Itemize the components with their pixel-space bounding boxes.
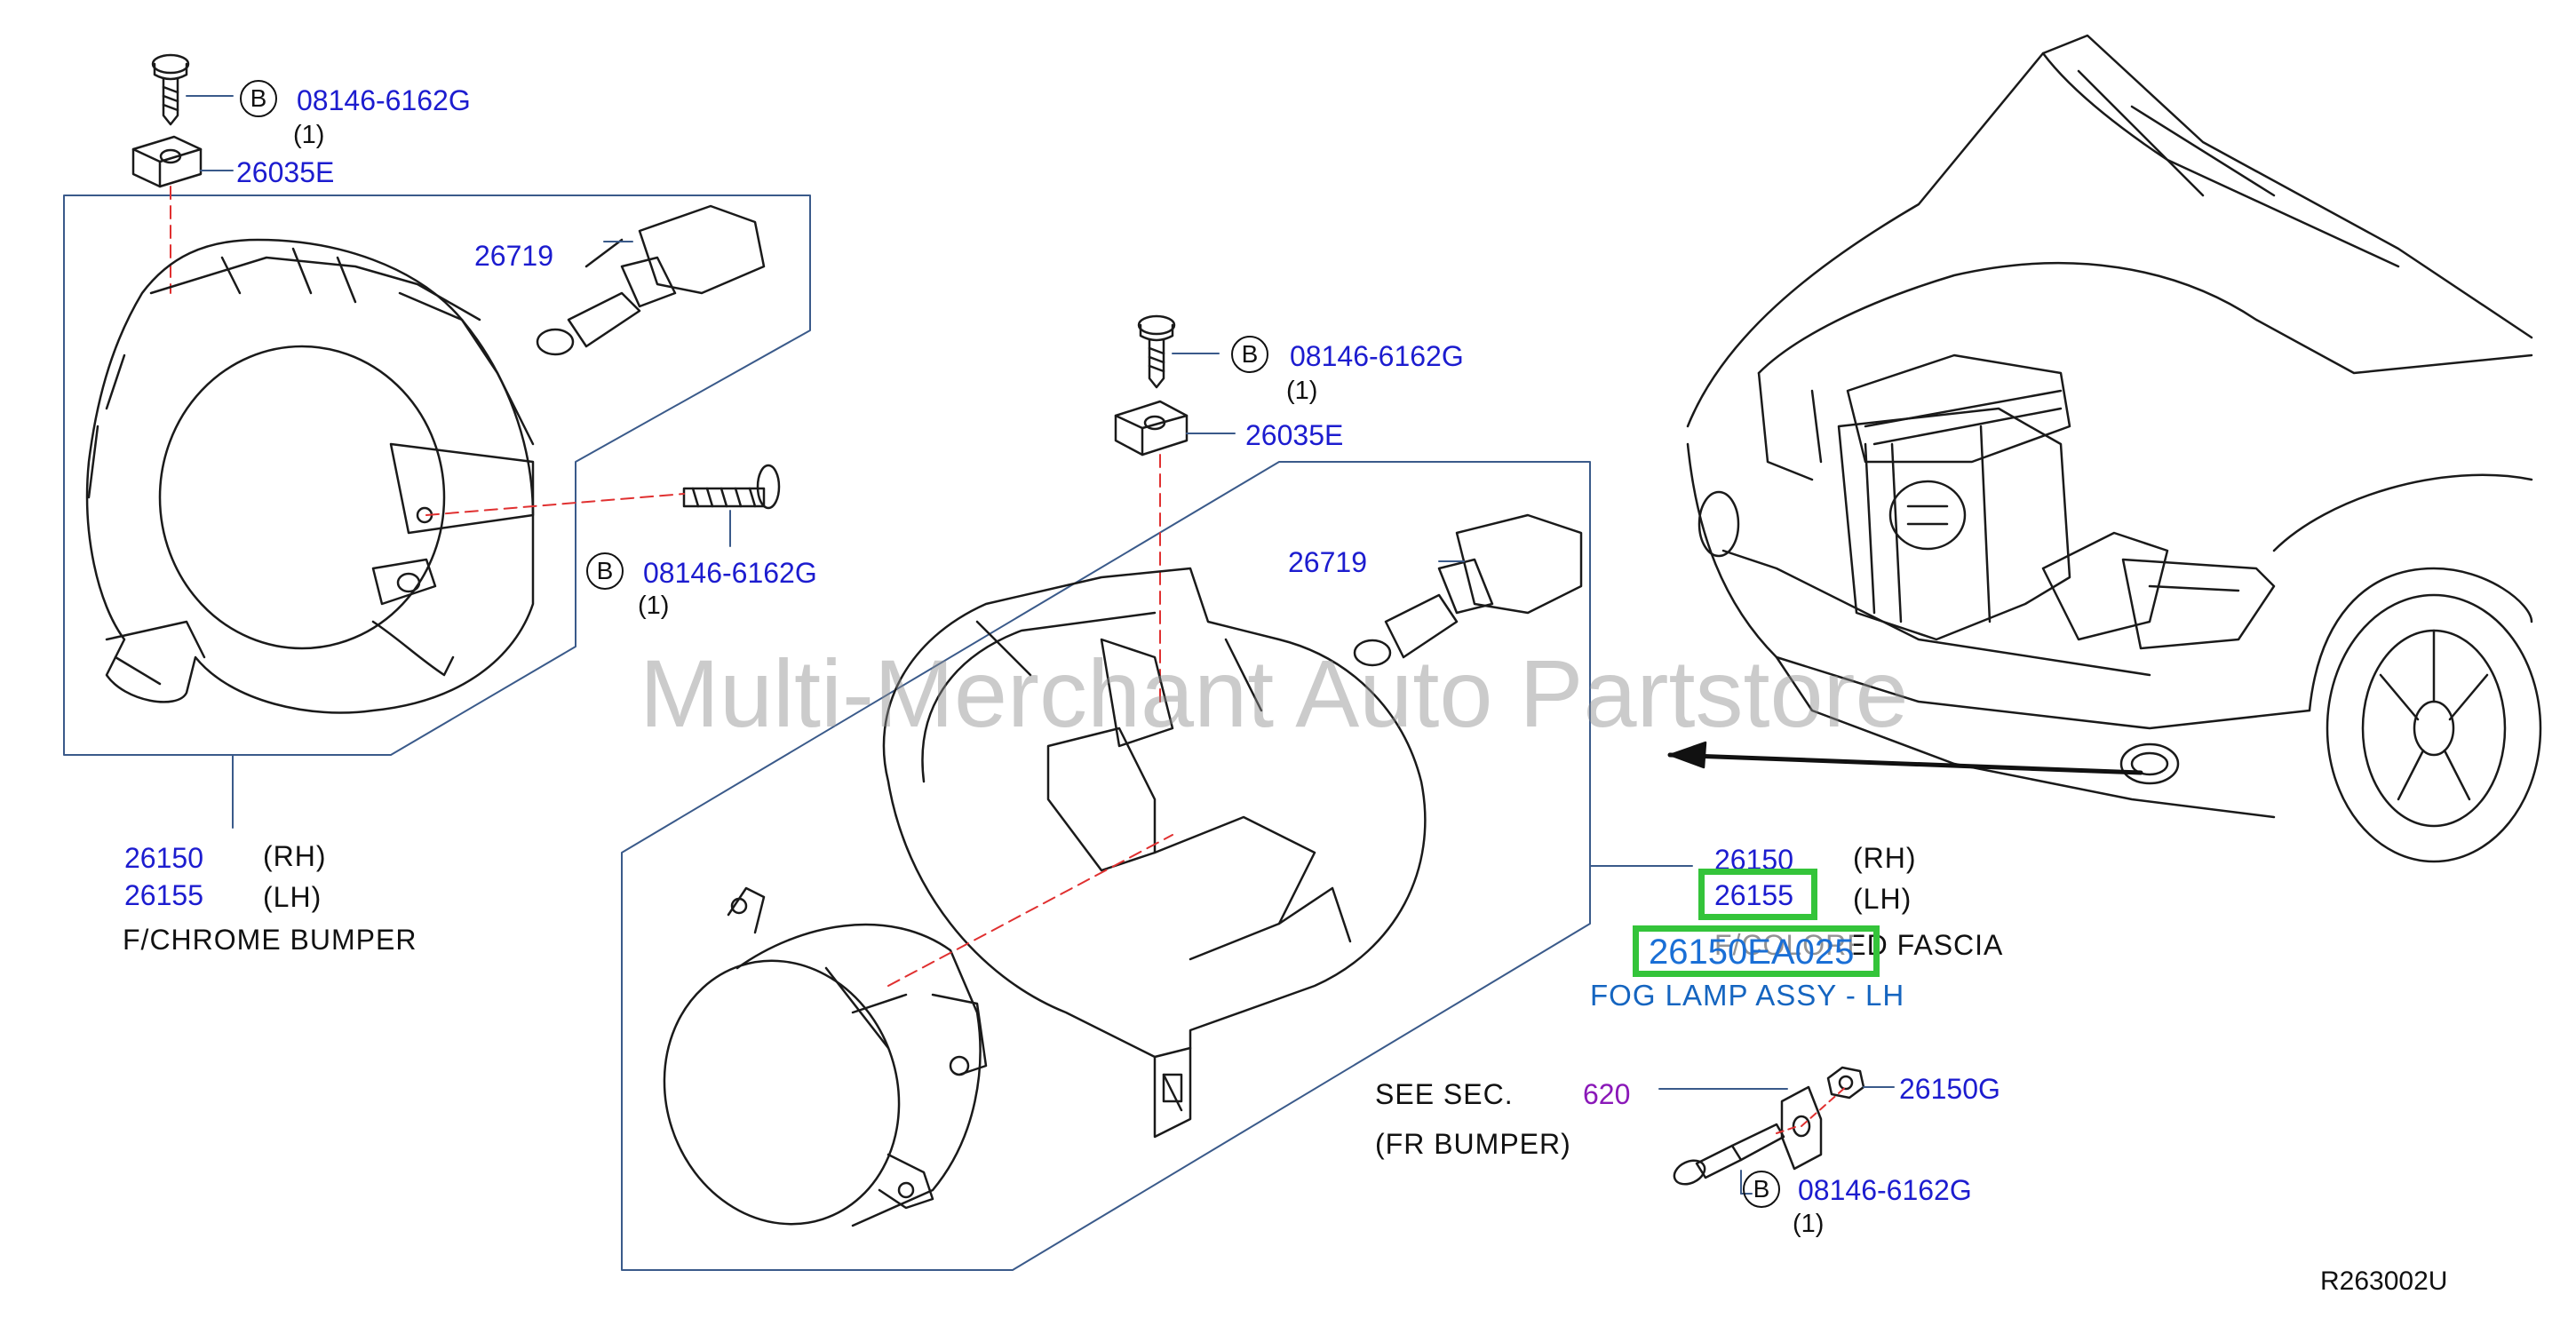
fog-lamp-icon xyxy=(663,886,988,1227)
part-number-link[interactable]: 26035E xyxy=(1245,419,1344,451)
side-label: (LH) xyxy=(263,881,322,913)
part-number-link[interactable]: 08146-6162G xyxy=(643,557,817,589)
part-number-link[interactable]: 26150G xyxy=(1899,1073,2000,1105)
side-label: (RH) xyxy=(1853,842,1917,874)
quantity: (1) xyxy=(1793,1210,1825,1238)
part-number-link[interactable]: 26719 xyxy=(1288,546,1367,578)
bracket-icon xyxy=(1780,1085,1823,1171)
part-number-link[interactable]: 08146-6162G xyxy=(297,84,471,116)
screw-icon xyxy=(1673,1123,1785,1186)
part-number-link[interactable]: 26155 xyxy=(124,879,203,911)
watermark: Multi-Merchant Auto Partstore xyxy=(640,639,1909,747)
quantity: (1) xyxy=(1286,377,1318,405)
part-number-link[interactable]: 26155 xyxy=(1714,879,1793,911)
clip-nut-icon xyxy=(1114,400,1189,457)
arrow xyxy=(1667,741,2143,775)
bracket-icon xyxy=(85,238,535,714)
side-label: (LH) xyxy=(1853,883,1912,915)
left-group-frame xyxy=(63,195,811,756)
screw-b-marker: B xyxy=(1743,1171,1780,1208)
section-name: (FR BUMPER) xyxy=(1375,1128,1571,1160)
diagram-code: R263002U xyxy=(2320,1266,2448,1296)
flange-nut-icon xyxy=(1826,1066,1865,1100)
section-link[interactable]: 620 xyxy=(1583,1078,1631,1110)
part-highlight-box xyxy=(1633,925,1880,977)
highlighted-part-number[interactable]: 26150EA025 xyxy=(1649,933,1855,972)
screw-icon xyxy=(1137,314,1176,389)
clip-nut-icon xyxy=(131,135,203,188)
bulb-icon xyxy=(1353,513,1583,667)
see-section-label: SEE SEC. xyxy=(1375,1078,1514,1110)
part-number-link[interactable]: 08146-6162G xyxy=(1798,1174,1972,1206)
part-number-link[interactable]: 26035E xyxy=(236,156,335,188)
part-number-link[interactable]: 26719 xyxy=(474,240,553,272)
quantity: (1) xyxy=(638,592,670,620)
bulb-icon xyxy=(536,204,766,356)
quantity: (1) xyxy=(293,121,325,149)
screw-icon xyxy=(682,464,781,510)
screw-b-marker: B xyxy=(586,552,624,590)
screw-icon xyxy=(151,53,190,126)
side-label: (RH) xyxy=(263,840,327,872)
part-number-link[interactable]: 26150 xyxy=(124,842,203,874)
screw-b-marker: B xyxy=(1231,336,1268,373)
right-group-frame xyxy=(621,461,1591,1271)
part-highlight-box xyxy=(1698,869,1817,920)
vehicle-front-icon xyxy=(1686,34,2542,863)
bracket-icon xyxy=(882,567,1427,1139)
part-callout: FOG LAMP ASSY - LH xyxy=(1590,979,1905,1012)
screw-b-marker: B xyxy=(240,80,277,117)
variant-caption: F/CHROME BUMPER xyxy=(123,924,417,956)
part-number-link[interactable]: 08146-6162G xyxy=(1290,340,1464,372)
